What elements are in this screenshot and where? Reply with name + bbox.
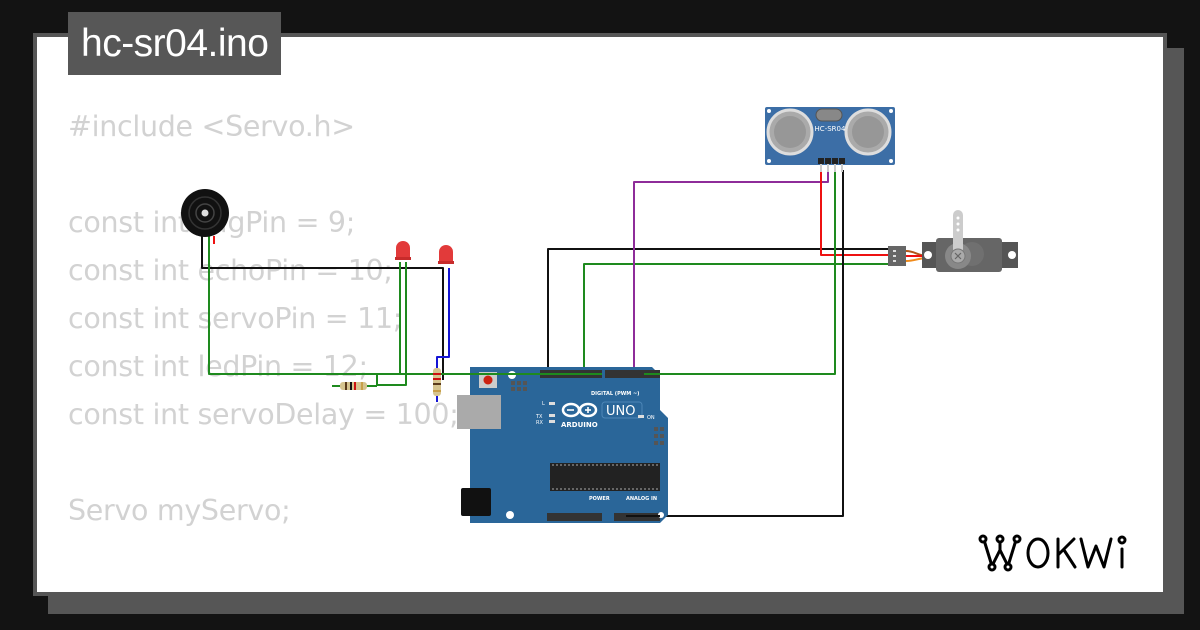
code-line: Servo myServo;: [68, 494, 291, 527]
wire-trig[interactable]: [633, 170, 829, 372]
wire-echo[interactable]: [644, 170, 836, 375]
hc-sr04-sensor[interactable]: HC-SR04: [765, 107, 895, 172]
code-line: const int servoPin = 11;: [68, 302, 403, 335]
power-jack: [461, 488, 491, 516]
code-line: void setup() {: [68, 583, 459, 592]
arduino-logo: [561, 402, 598, 418]
power-label: POWER: [589, 496, 610, 502]
resistor-1[interactable]: [340, 382, 367, 390]
wire-gnd[interactable]: [626, 170, 844, 517]
arduino-brand: ARDUINO: [561, 421, 598, 429]
wokwi-logo: [978, 528, 1150, 586]
code-line: const int echoPin = 10;: [68, 254, 393, 287]
header-wire-overlays: [456, 373, 660, 517]
digital-header-right: [605, 370, 660, 378]
wire-led1-cathode[interactable]: [376, 262, 407, 386]
atmega-chip: [550, 463, 660, 491]
preview-card: #include <Servo.h>const int trigPin = 9;…: [33, 33, 1167, 596]
arduino-model: UNO: [606, 404, 635, 419]
analog-label: ANALOG IN: [626, 496, 657, 502]
servo-motor[interactable]: [888, 210, 1018, 272]
wire-buzzer-gnd[interactable]: [201, 236, 444, 380]
led-2[interactable]: [438, 245, 454, 264]
led-label-l: L: [542, 401, 545, 407]
wire-buzzer-signal[interactable]: [208, 236, 470, 375]
led-label-tx: TX: [535, 414, 543, 420]
code-line: const int ledPin = 12;: [68, 350, 368, 383]
wire-vcc[interactable]: [820, 170, 890, 256]
resistor-2[interactable]: [433, 368, 441, 396]
project-filename-tab: hc-sr04.ino: [68, 12, 282, 75]
wire-arduino-servo-signal[interactable]: [583, 263, 890, 372]
led-label-rx: RX: [536, 420, 543, 426]
wokwi-logo-icon: [978, 534, 1127, 572]
arduino-uno[interactable]: UNO ARDUINO DIGITAL (PWM ~) POWER ANALOG…: [457, 367, 668, 523]
usb-port: [457, 395, 501, 429]
code-background: #include <Servo.h>const int trigPin = 9;…: [68, 103, 459, 592]
code-line: const int servoDelay = 100;: [68, 398, 459, 431]
led-label-on: ON: [647, 415, 655, 421]
sensor-label: HC-SR04: [815, 125, 846, 133]
digital-label: DIGITAL (PWM ~): [591, 391, 639, 397]
led-1[interactable]: [395, 241, 411, 260]
buzzer[interactable]: [181, 189, 229, 244]
wire-arduino-gnd-servo[interactable]: [547, 248, 890, 372]
code-line: #include <Servo.h>: [68, 110, 355, 143]
power-header: [547, 513, 602, 521]
